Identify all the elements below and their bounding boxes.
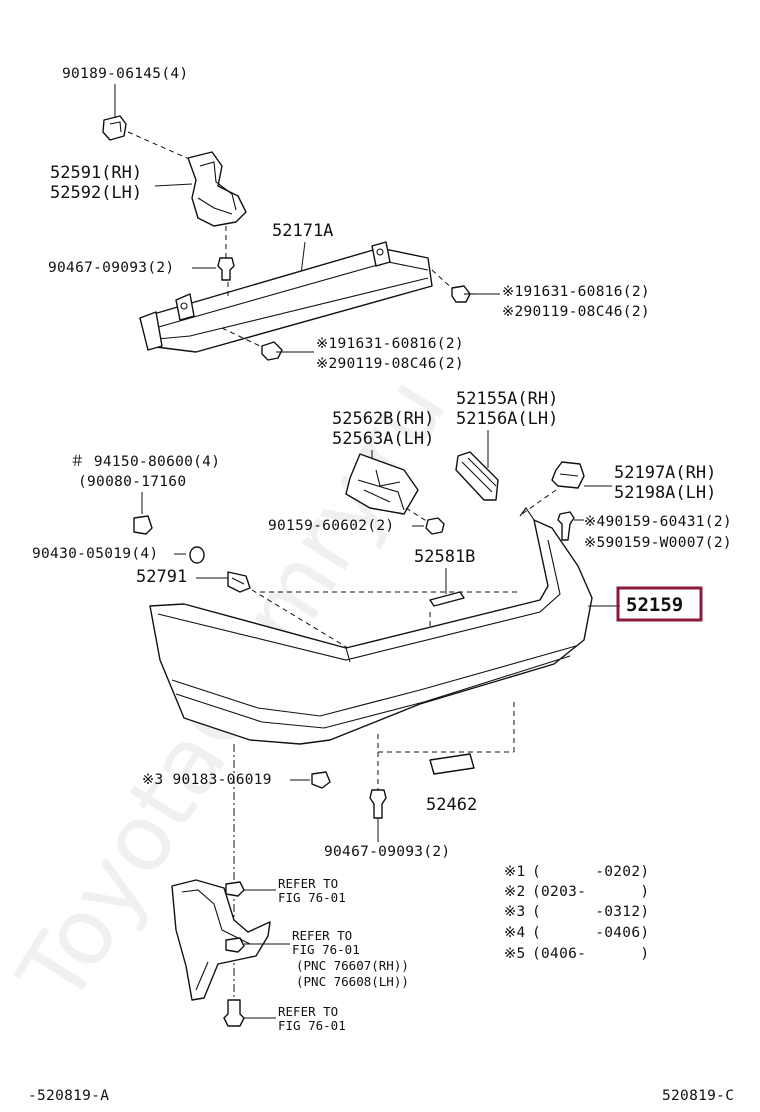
legend-mark-5: ※5: [504, 946, 525, 962]
label-clip-top[interactable]: 90467-09093(2): [48, 260, 174, 276]
legend-mark-3: ※3: [504, 904, 525, 920]
label-retainer-lh[interactable]: 52156A(LH): [456, 409, 558, 429]
bolt-left-part[interactable]: [261, 341, 296, 361]
label-refer-3b[interactable]: FIG 76-01: [278, 1018, 346, 1033]
mudguard-clip-2[interactable]: [225, 937, 245, 953]
washer-part[interactable]: [189, 546, 205, 564]
legend: ※1 ( -0202) ※2 (0203- ) ※3 ( -0312) ※4 (…: [504, 864, 649, 962]
legend-range-2: (0203- ): [532, 884, 649, 900]
retainer-part[interactable]: [455, 451, 499, 501]
label-side-ret-rh[interactable]: 52197A(RH): [614, 463, 716, 483]
highlight-box: [616, 586, 703, 622]
reinforcement-part[interactable]: [139, 241, 433, 353]
screw-support-part[interactable]: [425, 517, 445, 535]
label-bracket-lh[interactable]: 52592(LH): [50, 183, 142, 203]
label-screw-support[interactable]: 90159-60602(2): [268, 518, 394, 534]
label-refer-1b[interactable]: FIG 76-01: [278, 890, 346, 905]
label-side-ret-lh[interactable]: 52198A(LH): [614, 483, 716, 503]
label-nut-side-1[interactable]: ＃ 94150-80600(4): [70, 454, 220, 470]
label-bracket-rh[interactable]: 52591(RH): [50, 163, 142, 183]
bracket-part[interactable]: [187, 151, 247, 227]
bolt-side-part[interactable]: [227, 571, 251, 593]
label-nut-side-2[interactable]: (90080-17160: [78, 474, 186, 490]
pad-part[interactable]: [429, 591, 465, 607]
label-refer-2a[interactable]: REFER TO: [292, 928, 352, 943]
label-refer-2d[interactable]: (PNC 76608(LH)): [296, 974, 409, 989]
label-bumper-cover[interactable]: 52159: [626, 594, 683, 616]
nut-side-part[interactable]: [133, 515, 153, 535]
label-washer[interactable]: 90430-05019(4): [32, 546, 158, 562]
side-retainer-part[interactable]: [551, 461, 585, 489]
mudguard-clip-1[interactable]: [225, 881, 245, 897]
label-bolt-left-2[interactable]: ※290119-08C46(2): [316, 356, 464, 372]
label-retainer-rh[interactable]: 52155A(RH): [456, 389, 558, 409]
screw-right-part[interactable]: [557, 511, 575, 541]
bumper-cover-part[interactable]: [149, 507, 593, 745]
label-refer-1a[interactable]: REFER TO: [278, 876, 338, 891]
label-reinforcement[interactable]: 52171A: [272, 221, 333, 241]
label-bolt-left-1[interactable]: ※191631-60816(2): [316, 336, 464, 352]
legend-range-3: ( -0312): [532, 904, 649, 920]
legend-mark-2: ※2: [504, 884, 525, 900]
legend-mark-4: ※4: [504, 925, 525, 941]
label-screw-right-2[interactable]: ※590159-W0007(2): [584, 535, 732, 551]
label-refer-3a[interactable]: REFER TO: [278, 1004, 338, 1019]
label-support-lh[interactable]: 52563A(LH): [332, 429, 434, 449]
mudguard-part[interactable]: [171, 879, 271, 1001]
legend-range-5: (0406- ): [532, 946, 649, 962]
label-spacer[interactable]: 52462: [426, 795, 477, 815]
label-nut-top[interactable]: 90189-06145(4): [62, 66, 188, 82]
spacer-part[interactable]: [429, 753, 475, 775]
label-screw-right-1[interactable]: ※490159-60431(2): [584, 514, 732, 530]
label-bolt-right-1[interactable]: ※191631-60816(2): [502, 284, 650, 300]
label-bolt-right-2[interactable]: ※290119-08C46(2): [502, 304, 650, 320]
label-support-rh[interactable]: 52562B(RH): [332, 409, 434, 429]
mudguard-screw[interactable]: [223, 999, 245, 1027]
label-clip-bottom[interactable]: ※3 90183-06019: [142, 772, 272, 788]
clip-bottom-part[interactable]: [311, 771, 331, 789]
legend-mark-1: ※1: [504, 864, 525, 880]
nut-top-part[interactable]: [102, 115, 127, 141]
legend-range-1: ( -0202): [532, 864, 649, 880]
bolt-right-part[interactable]: [451, 285, 476, 303]
label-refer-2b[interactable]: FIG 76-01: [292, 942, 360, 957]
label-refer-2c[interactable]: (PNC 76607(RH)): [296, 958, 409, 973]
support-part[interactable]: [345, 453, 419, 515]
label-clip-bottom-2[interactable]: 90467-09093(2): [324, 844, 450, 860]
label-bolt-side[interactable]: 52791: [136, 567, 187, 587]
clip-top-part[interactable]: [217, 257, 235, 281]
clip-bottom-2-part[interactable]: [369, 789, 387, 819]
footer-right-code: 520819-C: [662, 1088, 734, 1104]
label-pad[interactable]: 52581B: [414, 547, 475, 567]
footer-left-code: -520819-A: [28, 1088, 109, 1104]
legend-range-4: ( -0406): [532, 925, 649, 941]
